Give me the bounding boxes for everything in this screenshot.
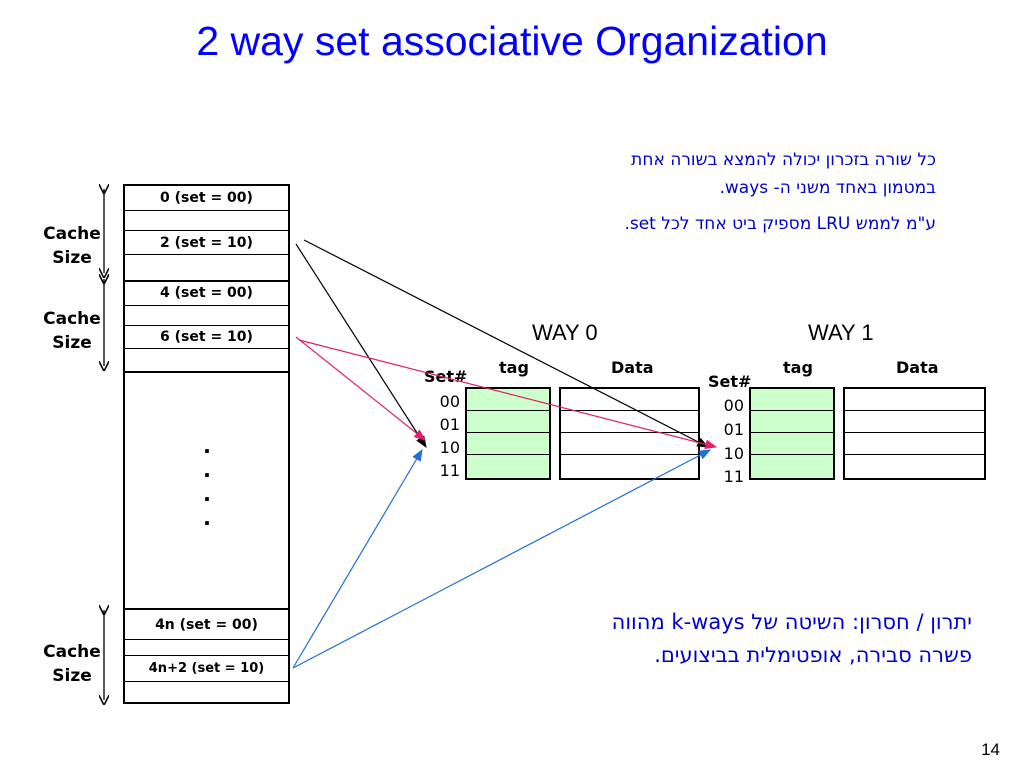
way0-tag-header: tag [499,358,529,377]
way1-tag-column [749,387,835,480]
slide-title: 2 way set associative Organization [196,18,828,64]
memory-block-3 [125,255,288,282]
way1-tag-row [751,411,833,433]
way0-set-00: 00 [439,392,460,411]
memory-block-4n: 4n (set = 00) [125,610,288,640]
way1-set-10: 10 [723,444,744,463]
cache-size-label-2-line-1: Cache [43,309,101,329]
way0-tag-row [467,433,549,455]
cache-size-label-3: Cache Size [37,640,107,688]
note-bottom-2: פשרה סבירה, אופטימלית בביצועים. [654,643,972,667]
way1-tag-row [751,433,833,455]
cache-size-label-1: Cache Size [37,222,107,270]
way0-set-10: 10 [439,438,460,457]
memory-block-4n2: 4n+2 (set = 10) [125,656,288,682]
way0-set-01: 01 [439,415,460,434]
way1-title: WAY 1 [808,320,874,345]
memory-block-4: 4 (set = 00) [125,282,288,306]
way1-data-header: Data [896,358,939,377]
way0-data-row [561,411,698,433]
way1-data-row [845,389,984,411]
way0-tag-column [465,387,551,480]
cache-size-label-2-line-2: Size [52,333,92,353]
memory-block-6: 6 (set = 10) [125,326,288,349]
memory-block-1 [125,211,288,231]
page-number: 14 [981,740,1000,759]
arrow-block4n2-to-way0 [292,448,423,669]
way0-data-column [559,387,700,480]
main-memory-column: 0 (set = 00) 2 (set = 10) 4 (set = 00) 6… [123,184,290,704]
memory-block-4n1 [125,640,288,656]
memory-block-7 [125,349,288,373]
cache-size-label-2: Cache Size [37,307,107,355]
cache-size-label-1-line-1: Cache [43,224,101,244]
arrow-block4n2-to-way1 [292,449,712,669]
note-lru: ע"מ לממש LRU מספיק ביט אחד לכל set. [624,214,936,234]
note-bottom-1: יתרון / חסרון: השיטה של k-ways מהווה [611,610,972,634]
way0-set-header: Set# [424,367,468,386]
way1-data-row [845,433,984,455]
way1-set-header: Set# [708,372,752,391]
way1-tag-row [751,389,833,411]
note-associativity: כל שורה בזכרון יכולה להמצא בשורה אחת במט… [420,146,936,202]
memory-gap [125,373,288,610]
memory-block-0: 0 (set = 00) [125,186,288,211]
note-tradeoff: יתרון / חסרון: השיטה של k-ways מהווה פשר… [430,606,972,672]
way1-data-row [845,411,984,433]
arrow-block2-to-way1 [303,239,710,448]
memory-block-2: 2 (set = 10) [125,231,288,255]
way1-data-column [843,387,986,480]
arrow-block6-to-way1 [298,339,718,449]
cache-size-label-3-line-2: Size [52,666,92,686]
memory-block-5 [125,306,288,326]
way1-set-01: 01 [723,420,744,439]
way1-tag-header: tag [783,358,813,377]
way1-set-11: 11 [723,467,744,486]
way0-tag-row [467,389,549,411]
way0-data-header: Data [611,358,654,377]
way0-title: WAY 0 [532,320,598,345]
arrow-block2-to-way0 [295,243,427,449]
way0-data-row [561,389,698,411]
way0-tag-row [467,411,549,433]
note-line-2: במטמון באחד משני ה- ways. [719,178,937,198]
way1-set-00: 00 [723,396,744,415]
cache-size-label-3-line-1: Cache [43,642,101,662]
way0-data-row [561,433,698,455]
note-line-1: כל שורה בזכרון יכולה להמצא בשורה אחת [631,150,936,170]
cache-size-label-1-line-2: Size [52,248,92,268]
ellipsis-dots: . . . . [203,429,211,531]
arrow-block6-to-way0 [295,336,426,441]
way0-set-11: 11 [439,461,460,480]
